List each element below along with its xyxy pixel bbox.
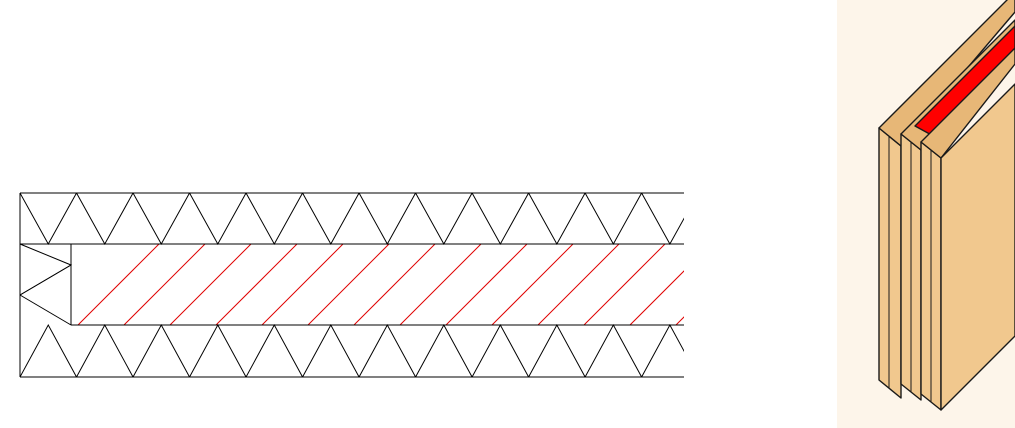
wall-layer-3d-preview-icon	[837, 0, 1015, 428]
panel-outer-left-front	[878, 127, 902, 399]
core-layer-hatch	[77, 244, 684, 325]
section-outlines	[19, 192, 684, 378]
insulation-layer-top	[20, 193, 684, 246]
core-hatch-line	[261, 244, 344, 325]
insulation-layer-bottom	[20, 323, 684, 377]
core-hatch-line	[123, 244, 206, 325]
core-hatch-line	[169, 244, 252, 325]
core-hatch-line	[77, 244, 160, 325]
insulation-zigzag-bottom	[20, 323, 684, 377]
core-hatch-line	[307, 244, 390, 325]
core-hatch-line	[445, 244, 528, 325]
core-hatch-line	[675, 316, 684, 325]
panel-outer-left-top	[878, 0, 1015, 147]
end-cap-bottom	[19, 294, 72, 326]
core-hatch-line	[629, 270, 684, 325]
core-hatch-line	[353, 244, 436, 325]
insulation-end-cap	[19, 243, 73, 326]
core-hatch-line	[537, 244, 620, 325]
end-cap-lower	[19, 264, 72, 296]
core-hatch-line	[583, 244, 666, 325]
panel-inner-right-top	[920, 47, 1015, 159]
core-hatch-line	[399, 244, 482, 325]
core-hatch-line	[215, 244, 298, 325]
panel-side-face	[940, 83, 1015, 411]
insulation-zigzag-top	[20, 193, 684, 246]
core-hatch-line	[491, 244, 574, 325]
layer-3d-preview-panel	[837, 0, 1015, 428]
wall-section-view	[19, 192, 684, 378]
